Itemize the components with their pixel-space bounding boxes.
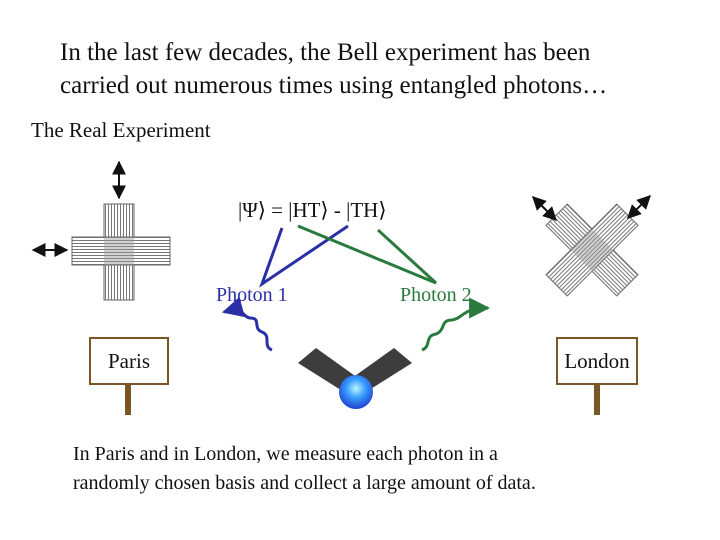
section-subtitle: The Real Experiment xyxy=(31,118,211,142)
caption: In Paris and in London, we measure each … xyxy=(73,440,536,498)
photon1-label: Photon 1 xyxy=(216,284,288,306)
photon1-wave-icon xyxy=(221,296,273,352)
caption-line1: In Paris and in London, we measure each … xyxy=(73,443,498,465)
paris-sign: Paris xyxy=(89,337,169,385)
entangled-source-icon xyxy=(298,348,412,409)
slide-title-line2: carried out numerous times using entangl… xyxy=(60,72,608,99)
state-equation: |Ψ⟩ = |HT⟩ - |TH⟩ xyxy=(238,198,387,222)
photon2-wave-icon xyxy=(421,297,491,352)
paris-sign-post xyxy=(125,385,131,415)
london-sign: London xyxy=(556,337,638,385)
london-sign-post xyxy=(594,385,600,415)
slide-title-line1: In the last few decades, the Bell experi… xyxy=(60,39,591,66)
slide-title: In the last few decades, the Bell experi… xyxy=(60,36,607,102)
photon2-label: Photon 2 xyxy=(400,284,472,306)
diagonal-arrow-icon xyxy=(532,195,651,221)
paris-polarizer xyxy=(71,203,171,301)
london-polarizer xyxy=(545,203,639,297)
caption-line2: randomly chosen basis and collect a larg… xyxy=(73,472,536,494)
entanglement-lines xyxy=(259,224,438,288)
